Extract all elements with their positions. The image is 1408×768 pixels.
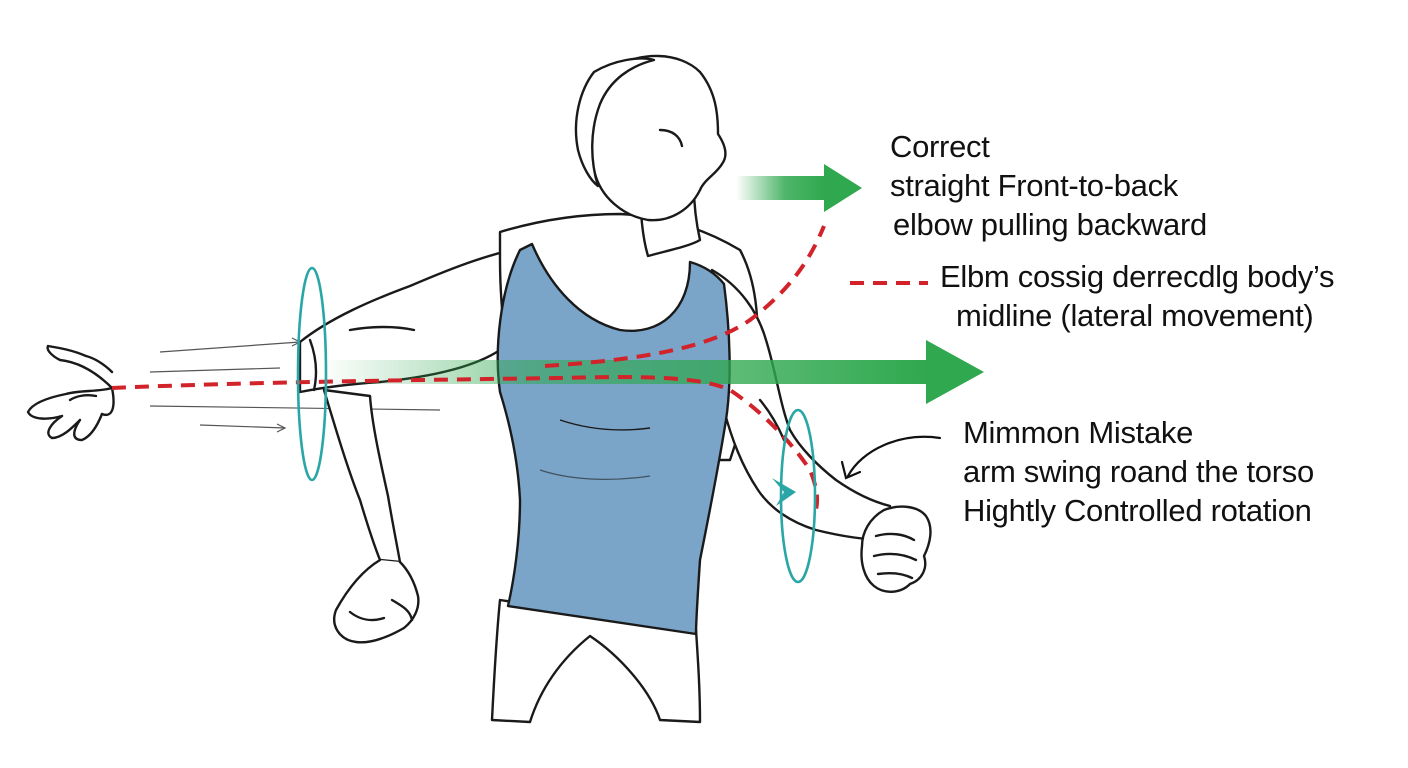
lateral-movement-label: Elbm cossig derrecdlg body’s midline (la… bbox=[940, 258, 1335, 336]
mistake-heading: Mimmon Mistake bbox=[963, 415, 1194, 450]
correct-heading: Correct bbox=[890, 129, 990, 164]
head-drawing bbox=[574, 54, 727, 258]
mistake-label: Mimmon Mistake arm swing roand the torso… bbox=[963, 414, 1314, 530]
mistake-line-2: Hightly Controlled rotation bbox=[963, 492, 1312, 528]
front-arm-drawing bbox=[704, 268, 932, 593]
mistake-path bbox=[111, 225, 928, 511]
lateral-line-2: midline (lateral movement) bbox=[956, 297, 1314, 333]
correct-line-1: straight Front-to-back bbox=[890, 167, 1179, 203]
rotation-ring-left bbox=[296, 266, 328, 482]
mistake-line-1: arm swing roand the torso bbox=[963, 453, 1314, 489]
rotation-ring-right bbox=[779, 408, 817, 584]
left-hand-drawing bbox=[26, 344, 115, 442]
motion-lines bbox=[149, 337, 441, 433]
correct-label: Correct straight Front-to-back elbow pul… bbox=[890, 128, 1207, 244]
lateral-line-1: Elbm cossig derrecdlg body’s bbox=[940, 259, 1335, 294]
tank-top-drawing bbox=[496, 242, 731, 636]
rotation-chevron bbox=[772, 478, 796, 506]
correct-line-2: elbow pulling backward bbox=[893, 206, 1207, 242]
correct-arrow-main bbox=[320, 340, 984, 404]
hanging-arm-drawing bbox=[322, 388, 420, 644]
mistake-pointer-arrow bbox=[840, 435, 942, 480]
correct-arrow-top bbox=[736, 164, 862, 212]
